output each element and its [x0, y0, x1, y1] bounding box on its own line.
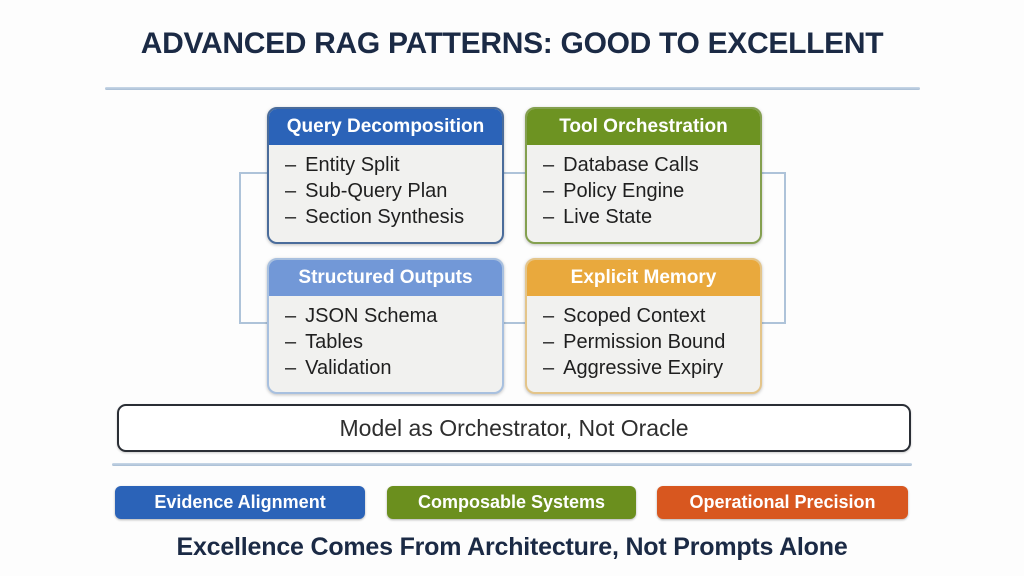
top-divider	[105, 87, 920, 90]
list-item: –Validation	[285, 355, 502, 381]
connector-bottom-right	[758, 322, 786, 324]
dash-bullet: –	[285, 357, 297, 379]
connector-top-right	[758, 172, 786, 174]
dash-bullet: –	[285, 331, 297, 353]
box-header: Tool Orchestration	[527, 109, 760, 145]
list-item-label: Live State	[563, 206, 653, 228]
list-item-label: Scoped Context	[563, 305, 706, 327]
list-item-label: Section Synthesis	[305, 206, 465, 228]
connector-bottom-left	[239, 322, 267, 324]
footer-tagline: Excellence Comes From Architecture, Not …	[176, 533, 848, 561]
list-item: –Policy Engine	[543, 178, 760, 204]
bottom-divider	[112, 463, 912, 466]
list-item: –Entity Split	[285, 152, 502, 178]
box-item-list: –Scoped Context –Permission Bound –Aggre…	[527, 296, 760, 381]
box-header: Query Decomposition	[269, 109, 502, 145]
dash-bullet: –	[285, 206, 297, 228]
list-item-label: Permission Bound	[563, 331, 726, 353]
dash-bullet: –	[285, 154, 297, 176]
list-item: –Tables	[285, 329, 502, 355]
list-item-label: Tables	[305, 331, 363, 353]
connector-bottom-middle	[500, 322, 525, 324]
dash-bullet: –	[543, 357, 555, 379]
pattern-box-query-decomposition: Query Decomposition –Entity Split –Sub-Q…	[267, 107, 504, 244]
pillar-operational-precision: Operational Precision	[657, 486, 908, 519]
pattern-box-tool-orchestration: Tool Orchestration –Database Calls –Poli…	[525, 107, 762, 244]
connector-left-vertical	[239, 172, 241, 324]
connector-right-vertical	[784, 172, 786, 324]
list-item: –JSON Schema	[285, 303, 502, 329]
pillar-evidence-alignment: Evidence Alignment	[115, 486, 365, 519]
list-item-label: Entity Split	[305, 154, 400, 176]
pillar-label: Operational Precision	[689, 492, 876, 512]
dash-bullet: –	[543, 206, 555, 228]
box-header: Structured Outputs	[269, 260, 502, 296]
box-item-list: –Entity Split –Sub-Query Plan –Section S…	[269, 145, 502, 230]
list-item: –Permission Bound	[543, 329, 760, 355]
pattern-box-explicit-memory: Explicit Memory –Scoped Context –Permiss…	[525, 258, 762, 394]
list-item: –Sub-Query Plan	[285, 178, 502, 204]
dash-bullet: –	[543, 305, 555, 327]
list-item: –Database Calls	[543, 152, 760, 178]
box-item-list: –Database Calls –Policy Engine –Live Sta…	[527, 145, 760, 230]
connector-top-left	[239, 172, 267, 174]
dash-bullet: –	[543, 154, 555, 176]
list-item-label: Policy Engine	[563, 180, 685, 202]
list-item-label: Validation	[305, 357, 392, 379]
pattern-box-structured-outputs: Structured Outputs –JSON Schema –Tables …	[267, 258, 504, 394]
list-item-label: Sub-Query Plan	[305, 180, 448, 202]
list-item: –Section Synthesis	[285, 204, 502, 230]
dash-bullet: –	[285, 305, 297, 327]
list-item: –Live State	[543, 204, 760, 230]
list-item-label: Aggressive Expiry	[563, 357, 724, 379]
banner-label: Model as Orchestrator, Not Oracle	[339, 414, 689, 441]
page-title: ADVANCED RAG PATTERNS: GOOD TO EXCELLENT	[140, 27, 884, 60]
box-item-list: –JSON Schema –Tables –Validation	[269, 296, 502, 381]
box-header: Explicit Memory	[527, 260, 760, 296]
list-item-label: JSON Schema	[305, 305, 438, 327]
dash-bullet: –	[285, 180, 297, 202]
connector-top-middle	[500, 172, 525, 174]
pillar-label: Evidence Alignment	[154, 492, 326, 512]
dash-bullet: –	[543, 331, 555, 353]
pillar-composable-systems: Composable Systems	[387, 486, 636, 519]
dash-bullet: –	[543, 180, 555, 202]
list-item: –Scoped Context	[543, 303, 760, 329]
orchestrator-banner: Model as Orchestrator, Not Oracle	[117, 404, 911, 452]
pillar-label: Composable Systems	[417, 492, 606, 512]
list-item: –Aggressive Expiry	[543, 355, 760, 381]
list-item-label: Database Calls	[563, 154, 699, 176]
